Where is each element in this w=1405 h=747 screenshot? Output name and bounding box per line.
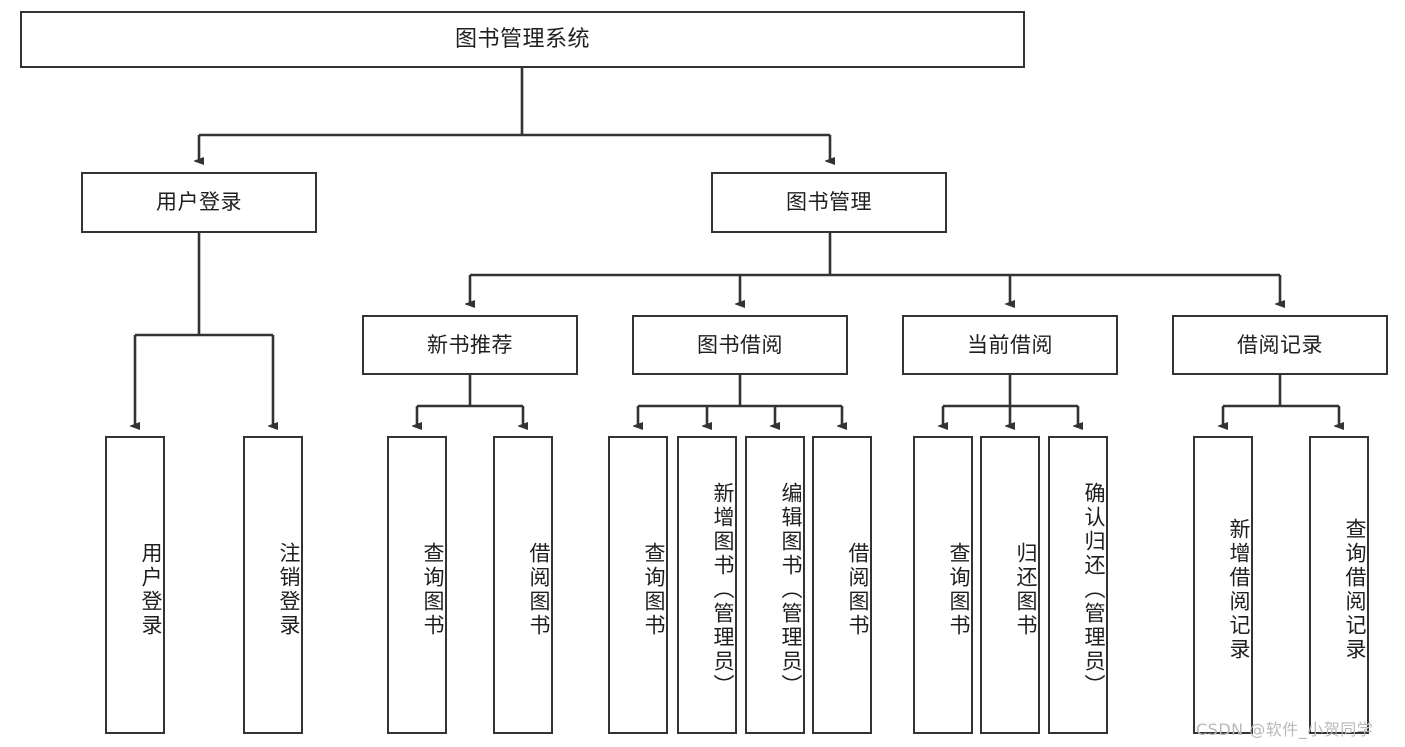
node-new-book-recommend[interactable]: 新书推荐 xyxy=(362,315,578,375)
leaf-book-borrow-add[interactable]: 新增图书（管理员） xyxy=(677,436,737,734)
node-current-borrow[interactable]: 当前借阅 xyxy=(902,315,1118,375)
node-label: 归还图书 xyxy=(1014,542,1038,638)
node-label: 确认归还（管理员） xyxy=(1082,482,1106,698)
node-book-borrow[interactable]: 图书借阅 xyxy=(632,315,848,375)
node-label: 新增借阅记录 xyxy=(1227,518,1251,662)
node-label: 编辑图书（管理员） xyxy=(779,482,803,698)
node-label: 图书管理 xyxy=(786,190,872,215)
node-borrow-record[interactable]: 借阅记录 xyxy=(1172,315,1388,375)
node-label: 注销登录 xyxy=(277,542,301,638)
node-label: 当前借阅 xyxy=(967,332,1053,357)
node-user-login[interactable]: 用户登录 xyxy=(81,172,317,233)
node-book-management[interactable]: 图书管理 xyxy=(711,172,947,233)
leaf-book-borrow-query[interactable]: 查询图书 xyxy=(608,436,668,734)
node-label: 借阅记录 xyxy=(1237,332,1323,357)
node-label: 借阅图书 xyxy=(527,542,551,638)
node-label: 新增图书（管理员） xyxy=(711,482,735,698)
node-label: 查询图书 xyxy=(947,542,971,638)
leaf-current-borrow-query[interactable]: 查询图书 xyxy=(913,436,973,734)
leaf-new-book-borrow[interactable]: 借阅图书 xyxy=(493,436,553,734)
node-label: 图书管理系统 xyxy=(454,26,590,52)
leaf-borrow-record-add[interactable]: 新增借阅记录 xyxy=(1193,436,1253,734)
node-label: 用户登录 xyxy=(139,542,163,638)
node-label: 查询图书 xyxy=(421,542,445,638)
node-label: 借阅图书 xyxy=(846,542,870,638)
node-label: 查询借阅记录 xyxy=(1343,518,1367,662)
leaf-user-login-logout[interactable]: 注销登录 xyxy=(243,436,303,734)
node-label: 查询图书 xyxy=(642,542,666,638)
leaf-book-borrow-borrow[interactable]: 借阅图书 xyxy=(812,436,872,734)
node-label: 图书借阅 xyxy=(697,332,783,357)
node-label: 新书推荐 xyxy=(427,332,513,357)
node-label: 用户登录 xyxy=(156,190,242,215)
leaf-user-login-login[interactable]: 用户登录 xyxy=(105,436,165,734)
leaf-new-book-query[interactable]: 查询图书 xyxy=(387,436,447,734)
leaf-borrow-record-query[interactable]: 查询借阅记录 xyxy=(1309,436,1369,734)
leaf-book-borrow-edit[interactable]: 编辑图书（管理员） xyxy=(745,436,805,734)
watermark-text: CSDN @软件_小贺同学 xyxy=(1196,720,1374,739)
leaf-current-borrow-confirm-return[interactable]: 确认归还（管理员） xyxy=(1048,436,1108,734)
leaf-current-borrow-return[interactable]: 归还图书 xyxy=(980,436,1040,734)
node-root-system[interactable]: 图书管理系统 xyxy=(20,11,1025,68)
